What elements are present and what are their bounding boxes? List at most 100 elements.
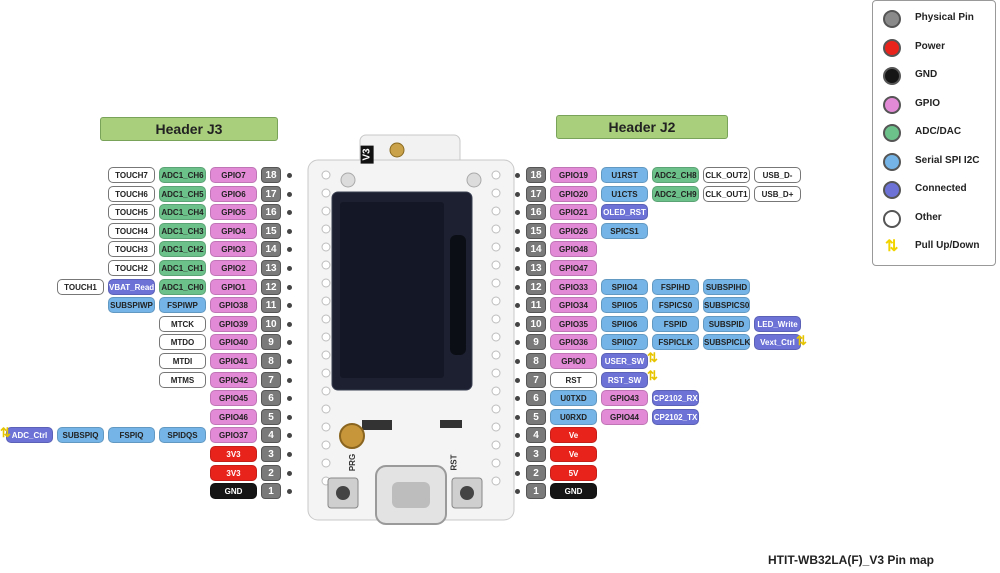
left-header-holes	[321, 170, 331, 486]
legend-swatch	[883, 10, 901, 28]
pin-connector-dot	[287, 377, 292, 383]
pin-label-gpio: GPIO42	[210, 371, 257, 388]
pin-label-gpio: GPIO48	[550, 241, 597, 258]
pin-label-other: CLK_OUT2	[703, 167, 750, 183]
pin-label-gpio: GPIO41	[210, 353, 257, 369]
legend-label: Pull Up/Down	[915, 240, 980, 251]
pin-label-gnd: GND	[210, 483, 257, 500]
physical-pin-number: 5	[261, 408, 281, 425]
pin-connector-dot	[515, 470, 520, 476]
physical-pin-number: 4	[526, 427, 546, 444]
pin-label-adc: ADC1_CH2	[159, 241, 206, 258]
pin-connector-dot	[515, 210, 520, 216]
legend-label: GND	[915, 69, 938, 80]
pin-label-gpio: GPIO47	[550, 260, 597, 276]
pin-connector-dot	[287, 396, 292, 402]
pin-connector-dot	[515, 247, 520, 253]
physical-pin-number: 1	[261, 483, 281, 500]
physical-pin-number: 14	[526, 241, 546, 258]
pin-label-other: TOUCH5	[108, 204, 155, 221]
pin-connector-dot	[515, 489, 520, 495]
physical-pin-number: 16	[526, 204, 546, 221]
prg-label: PRG	[348, 453, 358, 472]
physical-pin-number: 5	[526, 408, 546, 425]
physical-pin-number: 17	[261, 185, 281, 202]
physical-pin-number: 11	[526, 297, 546, 314]
legend-label: ADC/DAC	[915, 126, 962, 137]
pin-connector-dot	[287, 489, 292, 495]
pin-connector-dot	[287, 359, 292, 364]
physical-pin-number: 18	[526, 167, 546, 183]
pull-up-icon: ⇅	[647, 368, 658, 383]
pin-label-serial: U0RXD	[550, 408, 597, 425]
pin-label-other: TOUCH4	[108, 222, 155, 239]
pin-label-gpio: GPIO39	[210, 315, 257, 332]
pin-label-other: RST	[550, 371, 597, 388]
pin-label-gpio: GPIO34	[550, 297, 597, 314]
pin-label-gpio: GPIO5	[210, 204, 257, 221]
physical-pin-number: 17	[526, 185, 546, 202]
pin-label-gpio: GPIO4	[210, 222, 257, 239]
pin-connector-dot	[287, 340, 292, 346]
pin-connector-dot	[287, 228, 292, 234]
pin-label-serial: SPIIO6	[601, 315, 648, 332]
pull-up-icon: ⇅	[796, 333, 807, 348]
pin-connector-dot	[515, 173, 520, 178]
pin-label-connected: OLED_RST	[601, 204, 648, 221]
pin-label-gpio: GPIO7	[210, 167, 257, 183]
physical-pin-number: 14	[261, 241, 281, 258]
pin-label-adc: ADC2_CH8	[652, 167, 699, 183]
pin-label-other: TOUCH1	[57, 278, 104, 295]
pin-connector-dot	[287, 284, 292, 290]
pin-label-other: CLK_OUT1	[703, 185, 750, 202]
pin-label-other: TOUCH7	[108, 167, 155, 183]
physical-pin-number: 2	[261, 464, 281, 481]
pin-label-connected: VBAT_Read	[108, 278, 155, 295]
pin-label-gpio: GPIO44	[601, 408, 648, 425]
legend-swatch	[883, 181, 901, 199]
pin-label-other: USB_D-	[754, 167, 801, 183]
pin-label-other: TOUCH3	[108, 241, 155, 258]
pin-map-title: HTIT-WB32LA(F)_V3 Pin map	[768, 553, 935, 567]
physical-pin-number: 4	[261, 427, 281, 444]
pin-label-serial: FSPID	[652, 315, 699, 332]
pin-label-gpio: GPIO21	[550, 204, 597, 221]
pin-label-connected: CP2102_RX	[652, 390, 699, 407]
pin-connector-dot	[515, 303, 520, 309]
pin-label-other: USB_D+	[754, 185, 801, 202]
pin-connector-dot	[515, 359, 520, 364]
rst-label: RST	[449, 454, 459, 471]
pin-connector-dot	[515, 377, 520, 383]
pin-connector-dot	[515, 396, 520, 402]
board-graphic	[307, 134, 515, 525]
pin-connector-dot	[287, 321, 292, 327]
pin-connector-dot	[515, 452, 520, 457]
pull-up-icon: ⇅	[647, 350, 658, 365]
pin-label-serial: SPIIO5	[601, 297, 648, 314]
pin-label-serial: U1CTS	[601, 185, 648, 202]
physical-pin-number: 18	[261, 167, 281, 183]
pin-connector-dot	[287, 470, 292, 476]
pin-label-serial: FSPICS0	[652, 297, 699, 314]
physical-pin-number: 6	[261, 390, 281, 407]
pin-connector-dot	[515, 266, 520, 271]
pin-label-serial: SPIIO7	[601, 334, 648, 351]
legend-label: Power	[915, 40, 946, 52]
pin-label-serial: FSPICLK	[652, 334, 699, 351]
pin-label-gpio: GPIO40	[210, 334, 257, 351]
pin-label-gpio: GPIO33	[550, 278, 597, 295]
antenna-connector	[389, 142, 405, 158]
pin-label-gpio: GPIO43	[601, 390, 648, 407]
pin-label-serial: SUBSPID	[703, 315, 750, 332]
pin-label-other: MTMS	[159, 371, 206, 388]
pull-up-icon: ⇅	[0, 425, 11, 440]
pin-label-gpio: GPIO1	[210, 278, 257, 295]
pin-label-gpio: GPIO26	[550, 222, 597, 239]
pin-label-adc: ADC1_CH5	[159, 185, 206, 202]
legend-swatch	[883, 95, 901, 114]
pin-label-serial: SPIDQS	[159, 427, 206, 444]
pin-label-gpio: GPIO2	[210, 260, 257, 276]
pin-label-gpio: GPIO3	[210, 241, 257, 258]
physical-pin-number: 12	[261, 278, 281, 295]
